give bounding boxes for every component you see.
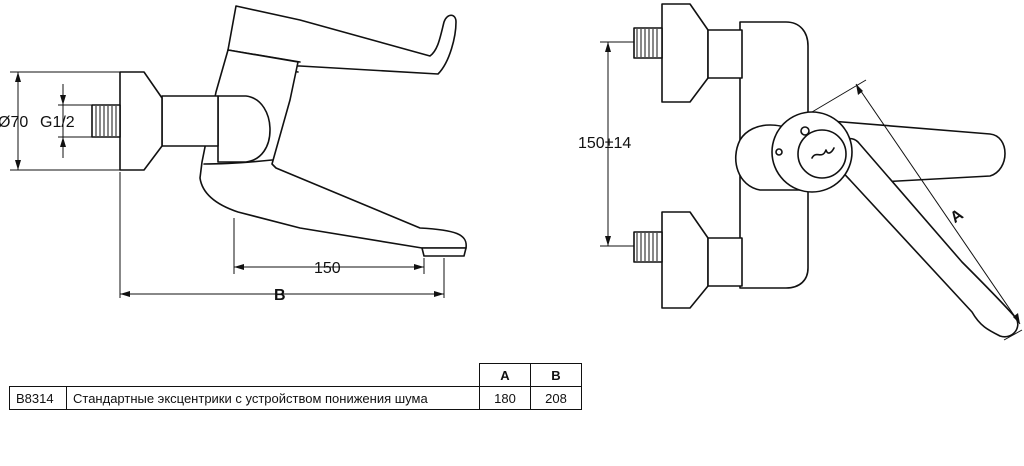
side-wall-flange xyxy=(119,71,163,171)
overall-length-label: B xyxy=(274,287,286,304)
side-thread-inlet xyxy=(91,104,121,138)
side-thread-lines xyxy=(95,106,117,136)
front-top-thread-lines xyxy=(636,29,658,57)
table-row: B8314 Стандартные эксцентрики с устройст… xyxy=(9,386,582,410)
front-bottom-connector xyxy=(707,237,743,287)
side-view xyxy=(10,5,467,298)
lever-length-dimension xyxy=(811,79,1023,341)
front-knob-screw-top xyxy=(800,126,810,136)
diameter-dimension xyxy=(10,71,120,171)
front-bottom-flange xyxy=(661,211,709,309)
front-top-thread xyxy=(633,27,663,59)
spout-reach-label: 150 xyxy=(314,260,341,277)
lever-length-label: A xyxy=(947,206,966,227)
front-view xyxy=(600,3,1023,341)
product-code: B8314 xyxy=(9,386,67,410)
spout-reach-dimension xyxy=(233,218,425,274)
front-top-flange xyxy=(661,3,709,103)
front-bottom-thread-lines xyxy=(636,233,658,261)
overall-length-dimension xyxy=(119,172,445,298)
centers-label: 150±14 xyxy=(578,135,631,152)
thread-dimension xyxy=(58,84,92,158)
side-lever-handle xyxy=(227,5,457,75)
diameter-label: Ø70 xyxy=(0,114,28,131)
spec-table: A B B8314 Стандартные эксцентрики с устр… xyxy=(9,363,582,410)
value-b: 208 xyxy=(530,386,582,410)
side-cartridge xyxy=(217,95,271,163)
column-header-b: B xyxy=(530,363,582,387)
thread-label: G1/2 xyxy=(40,114,75,131)
side-spout-outlet xyxy=(421,247,467,257)
product-description: Стандартные эксцентрики с устройством по… xyxy=(66,386,480,410)
spec-table-header-row: A B xyxy=(10,363,582,387)
front-lever-handle xyxy=(832,137,1019,338)
column-header-a: A xyxy=(479,363,531,387)
value-a: 180 xyxy=(479,386,531,410)
centers-dimension xyxy=(600,41,634,247)
side-eccentric-connector xyxy=(161,95,219,147)
front-bottom-thread xyxy=(633,231,663,263)
front-top-connector xyxy=(707,29,743,79)
front-knob-screw-bottom xyxy=(775,148,783,156)
brand-logo xyxy=(811,147,835,159)
